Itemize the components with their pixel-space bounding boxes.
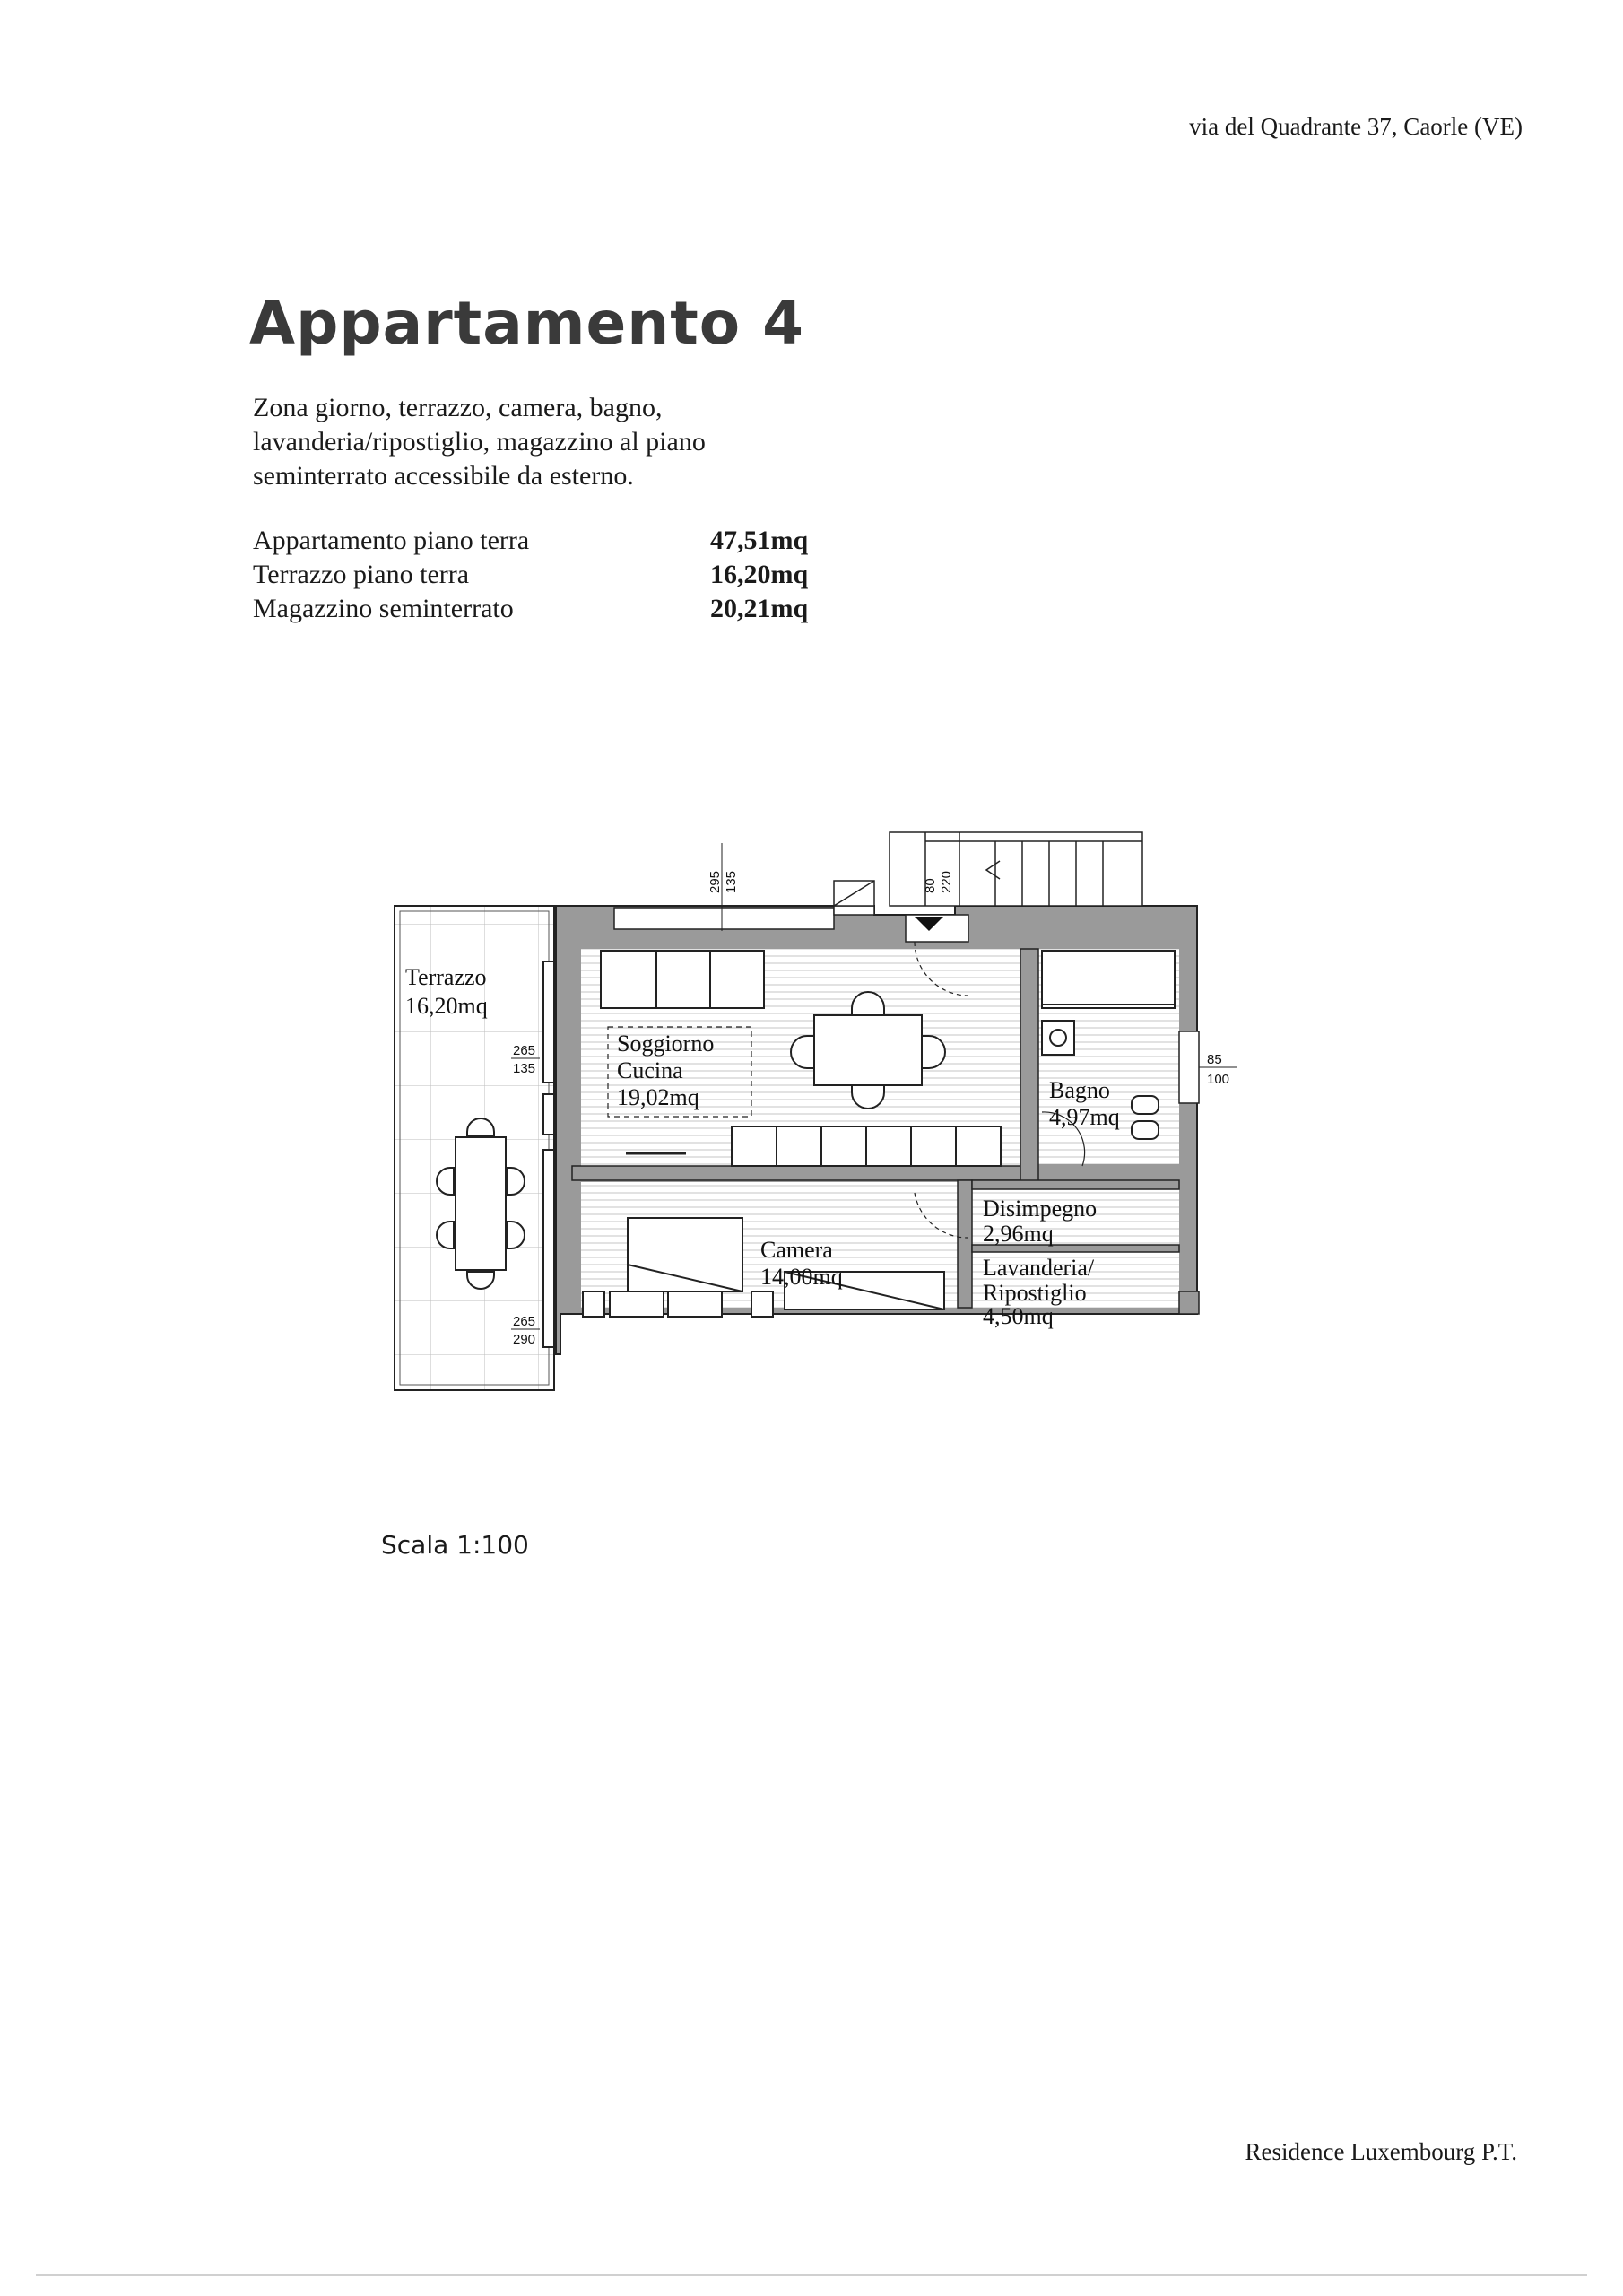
dim-entrance-w: 80: [923, 878, 938, 893]
footer-text: Residence Luxembourg P.T.: [1245, 2138, 1517, 2165]
room-area-terrazzo: 16,20mq: [405, 993, 488, 1019]
area-row: Terrazzo piano terra 16,20mq: [253, 558, 827, 592]
page-title: Appartamento 4: [249, 289, 805, 358]
area-value: 20,21mq: [710, 594, 809, 623]
room-name-ripostiglio: Ripostiglio: [983, 1280, 1087, 1306]
table-icon: [455, 1136, 507, 1271]
description: Zona giorno, terrazzo, camera, bagno, la…: [253, 393, 706, 491]
room-name-disimpegno: Disimpegno: [983, 1196, 1097, 1222]
room-name-cucina: Cucina: [617, 1057, 683, 1083]
area-row: Magazzino seminterrato 20,21mq: [253, 592, 827, 626]
room-area-disimpegno: 2,96mq: [983, 1221, 1054, 1247]
bed-icon: [627, 1217, 743, 1292]
room-name-bagno: Bagno: [1049, 1077, 1110, 1103]
nightstand-icon: [609, 1291, 664, 1318]
bidet-icon: [1131, 1120, 1159, 1140]
dim-bath-window-h: 100: [1207, 1072, 1229, 1087]
room-area-lavanderia: 4,50mq: [983, 1303, 1054, 1329]
stair: [833, 831, 1143, 907]
address: via del Quadrante 37, Caorle (VE): [1189, 113, 1523, 140]
scale-label: Scala 1:100: [381, 1530, 529, 1560]
dim-top-window-w: 295: [707, 871, 723, 893]
room-area-soggiorno: 19,02mq: [617, 1084, 699, 1110]
dim-top-window-h: 135: [724, 871, 739, 893]
dim-bath-window-w: 85: [1207, 1052, 1222, 1067]
room-area-bagno: 4,97mq: [1049, 1104, 1120, 1130]
room-name-lavanderia: Lavanderia/: [983, 1255, 1095, 1281]
dim-entrance-h: 220: [939, 871, 954, 893]
toilet-icon: [1131, 1095, 1159, 1115]
area-value: 47,51mq: [710, 526, 809, 555]
area-table: Appartamento piano terra 47,51mq Terrazz…: [253, 524, 827, 626]
dim-terrace-window-2-w: 265: [513, 1314, 535, 1329]
bathroom-fixtures: [1041, 950, 1176, 1167]
room-name-soggiorno: Soggiorno: [617, 1031, 714, 1057]
dimension-annotations: 295 135 80 220 265 135 265 290 85 100: [511, 843, 1229, 1347]
entrance-arrow-icon: [915, 917, 943, 931]
area-label: Magazzino seminterrato: [253, 594, 514, 623]
dim-terrace-window-2-h: 290: [513, 1332, 535, 1347]
area-row: Appartamento piano terra 47,51mq: [253, 524, 827, 558]
terrace: [394, 905, 555, 1391]
dim-terrace-window-1-h: 135: [513, 1061, 535, 1076]
room-labels: Terrazzo 16,20mq Soggiorno Cucina 19,02m…: [405, 964, 1120, 1329]
area-value: 16,20mq: [710, 560, 809, 589]
dim-terrace-window-1-w: 265: [513, 1043, 535, 1058]
area-label: Appartamento piano terra: [253, 526, 530, 555]
room-name-camera: Camera: [760, 1237, 833, 1263]
room-name-terrazzo: Terrazzo: [405, 964, 487, 990]
living-furniture: [600, 950, 1002, 1167]
floor-plan: 295 135 80 220 265 135 265 290 85 100 Te…: [394, 831, 1237, 1391]
room-area-camera: 14,00mq: [760, 1264, 843, 1290]
shower-icon: [1041, 950, 1176, 1009]
sofa-icon: [600, 950, 765, 1009]
area-label: Terrazzo piano terra: [253, 560, 470, 589]
bedroom-furniture: [582, 1192, 969, 1318]
page-edge-line: [36, 2274, 1587, 2276]
dining-table-icon: [813, 1014, 923, 1086]
